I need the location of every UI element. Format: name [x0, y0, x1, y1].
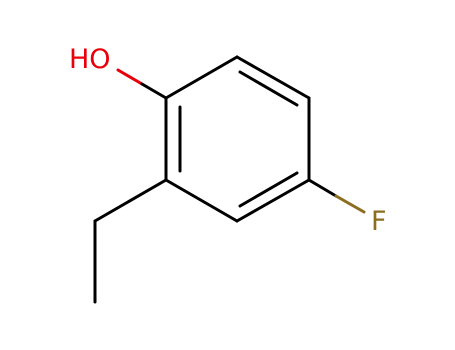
hydroxyl-bond-oxygen-half	[116, 68, 144, 86]
ring-double-bond-inner-bottom	[238, 171, 299, 208]
ring-bond-c5-c6	[164, 178, 239, 223]
fluorine-bond-fluorine-half	[334, 194, 366, 214]
hydroxyl-bond-carbon-half	[140, 82, 168, 100]
ring-bond-c1-c2	[164, 55, 239, 100]
ring-double-bond-inner-top	[238, 70, 299, 107]
ring-bond-c2-c3	[235, 55, 311, 100]
bonds	[93, 55, 311, 304]
hydroxyl-label: HO	[69, 44, 111, 75]
ring-bond-c4-c5	[235, 178, 311, 223]
fluorine-bond-carbon-half	[307, 178, 338, 198]
fluorine-label: F	[371, 206, 387, 237]
ethyl-bond-1	[93, 178, 168, 223]
